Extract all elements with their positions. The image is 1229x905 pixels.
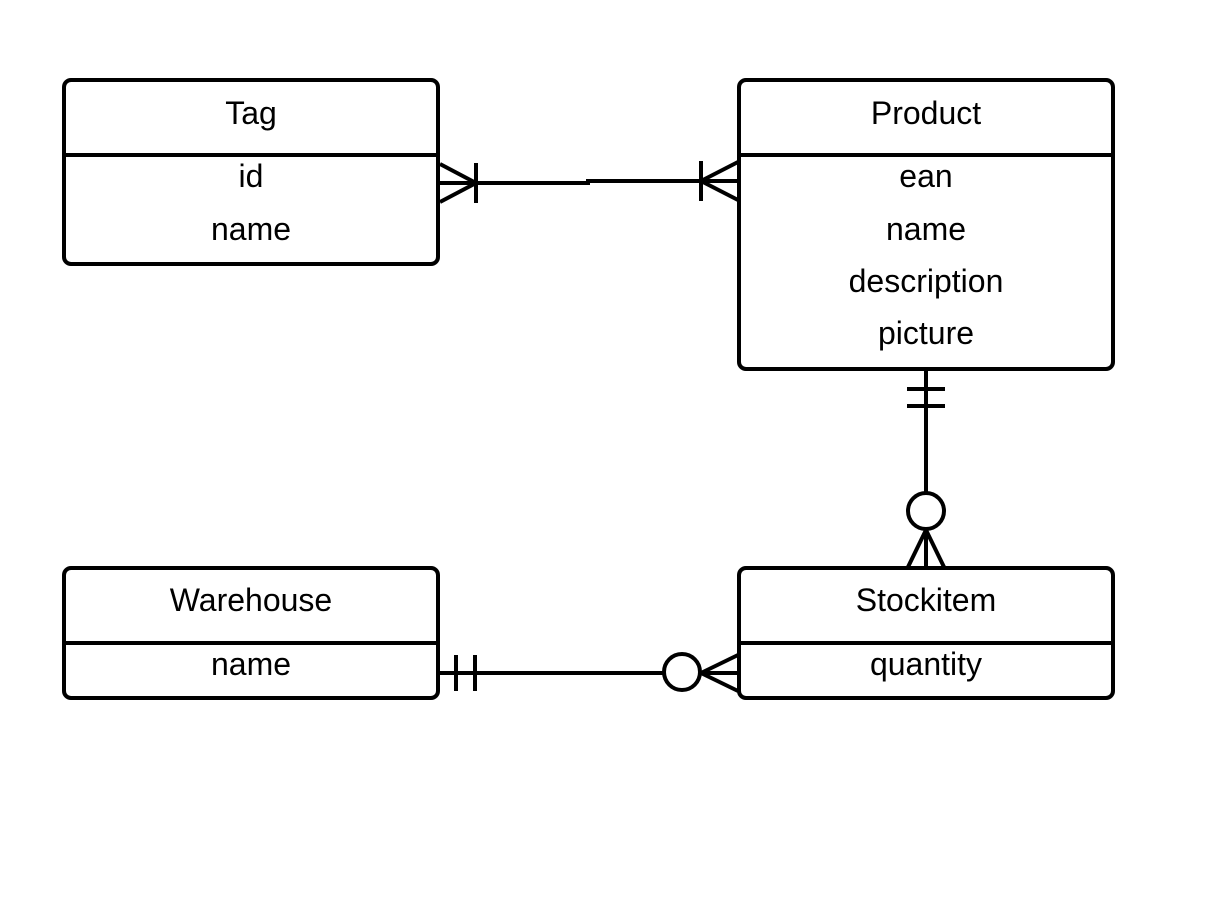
entity-warehouse[interactable]: Warehouse name xyxy=(62,566,440,700)
entity-title: Product xyxy=(871,95,981,131)
relationship-warehouse-stockitem xyxy=(440,652,739,693)
entity-title: Warehouse xyxy=(170,582,332,618)
entity-box xyxy=(737,566,1115,700)
entity-box xyxy=(62,566,440,700)
entity-attribute: quantity xyxy=(870,646,982,682)
crowfoot-zero-or-many-stockitem-end xyxy=(662,652,739,693)
crowfoot-one-or-many-tag-end xyxy=(439,162,478,204)
entity-stockitem[interactable]: Stockitem quantity xyxy=(737,566,1115,700)
entity-box xyxy=(737,78,1115,371)
entity-attribute: id xyxy=(239,158,264,194)
entity-attribute: name xyxy=(886,211,966,247)
relationship-tag-product xyxy=(439,160,739,204)
entity-attribute: name xyxy=(211,211,291,247)
entity-attribute: description xyxy=(849,263,1004,299)
entity-title: Tag xyxy=(225,95,277,131)
crowfoot-one-or-many-product-end xyxy=(699,160,739,202)
relationship-product-stockitem xyxy=(906,370,946,568)
entity-attribute: name xyxy=(211,646,291,682)
cardinality-exactly-one-warehouse-end xyxy=(454,655,477,691)
entity-tag[interactable]: Tag id name xyxy=(62,78,440,266)
entity-title: Stockitem xyxy=(856,582,996,618)
entity-product[interactable]: Product ean name description picture xyxy=(737,78,1115,371)
cardinality-exactly-one-product-end xyxy=(907,387,945,408)
crowfoot-zero-or-many-stockitem-end xyxy=(906,491,946,568)
entity-attribute: picture xyxy=(878,315,974,351)
relationship-line xyxy=(440,179,738,185)
entity-box xyxy=(62,78,440,266)
entity-attribute: ean xyxy=(899,158,952,194)
